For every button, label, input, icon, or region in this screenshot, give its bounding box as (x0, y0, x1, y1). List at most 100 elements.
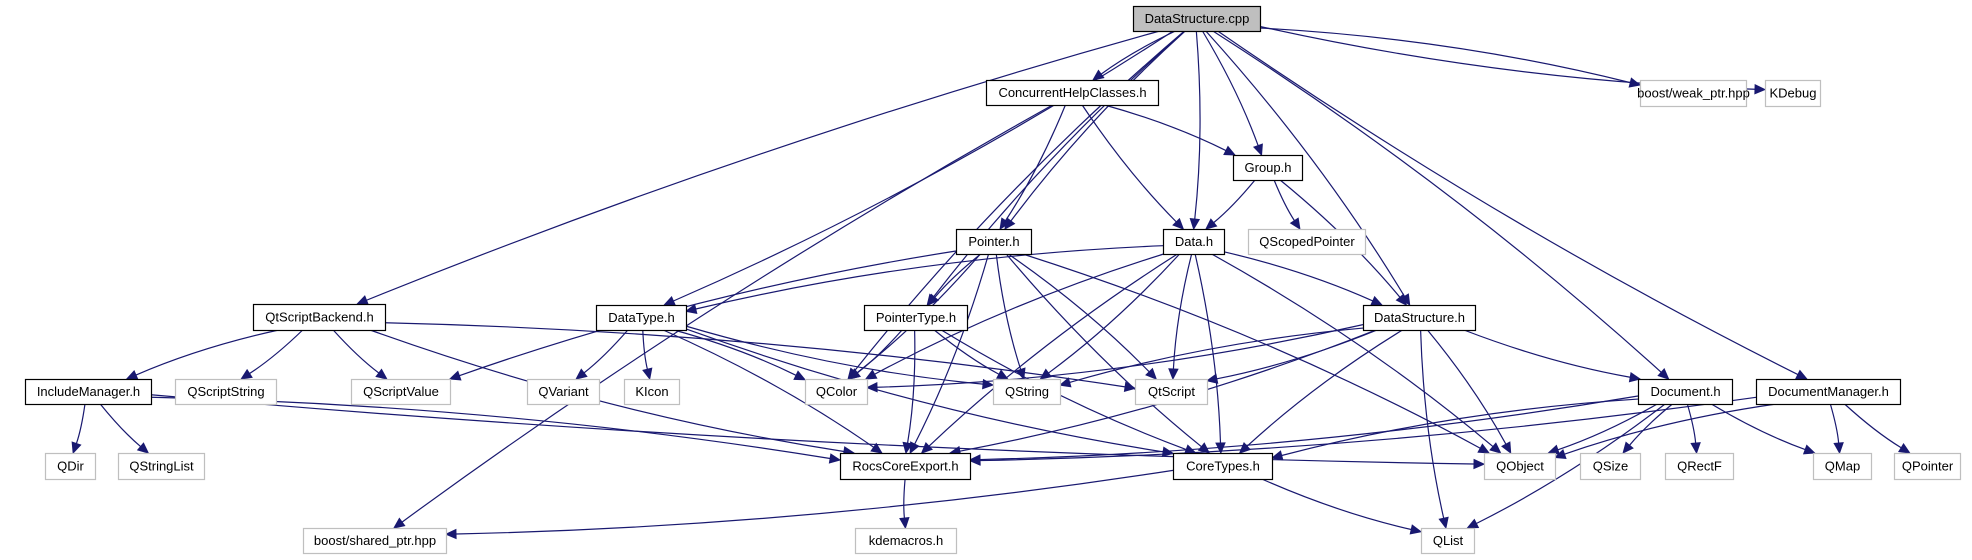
node-data[interactable]: Data.h (1162, 228, 1226, 256)
node-document[interactable]: Document.h (1637, 378, 1734, 406)
arrowhead-coretypes-to-qlist (1409, 524, 1423, 535)
node-box[interactable] (1639, 79, 1748, 108)
node-label: Data.h (1175, 234, 1213, 249)
node-pointertype[interactable]: PointerType.h (863, 304, 969, 332)
node-box[interactable] (985, 79, 1160, 107)
node-box[interactable] (1247, 228, 1367, 256)
node-weakptr[interactable]: boost/weak_ptr.hpp (1637, 79, 1750, 108)
node-qtscriptbackend[interactable]: QtScriptBackend.h (252, 303, 387, 332)
node-qmap[interactable]: QMap (1812, 452, 1873, 481)
node-label: PointerType.h (876, 310, 956, 325)
node-concurrent[interactable]: ConcurrentHelpClasses.h (985, 79, 1160, 107)
node-box[interactable] (252, 303, 387, 332)
node-label: QtScriptBackend.h (265, 309, 373, 324)
node-label: QSize (1593, 458, 1628, 473)
edge-qtscriptbackend-to-qscriptstring (249, 329, 304, 375)
node-qvariant[interactable]: QVariant (526, 378, 601, 406)
node-box[interactable] (595, 304, 688, 332)
node-box[interactable] (1362, 304, 1477, 332)
arrowhead-root-to-documentmanager (1795, 369, 1808, 380)
edge-data-to-datatype (695, 245, 1164, 310)
node-qdir[interactable]: QDir (44, 452, 97, 481)
node-qstring[interactable]: QString (992, 378, 1062, 406)
node-kicon[interactable]: KIcon (623, 378, 681, 406)
node-rocscoreexport[interactable]: RocsCoreExport.h (839, 452, 972, 481)
node-box[interactable] (854, 527, 958, 555)
node-qcolor[interactable]: QColor (804, 378, 869, 406)
node-box[interactable] (44, 452, 97, 481)
node-pointer[interactable]: Pointer.h (955, 228, 1033, 256)
node-qtscript[interactable]: QtScript (1134, 378, 1209, 406)
node-kdemacros[interactable]: kdemacros.h (854, 527, 958, 555)
node-qscriptstring[interactable]: QScriptString (174, 378, 278, 406)
node-box[interactable] (1132, 5, 1262, 33)
node-box[interactable] (839, 452, 972, 481)
arrowhead-root-to-datatype (663, 295, 676, 306)
node-box[interactable] (24, 378, 153, 406)
node-box[interactable] (174, 378, 278, 406)
arrowhead-qtscriptbackend-to-includemanager (125, 369, 139, 380)
arrowhead-qtscriptbackend-to-qscriptvalue (375, 368, 388, 380)
node-qsize[interactable]: QSize (1579, 452, 1642, 481)
arrowhead-root-to-qtscriptbackend (356, 295, 369, 305)
node-box[interactable] (1420, 527, 1476, 555)
node-datatype[interactable]: DataType.h (595, 304, 688, 332)
arrowhead-document-to-qobject (1547, 444, 1561, 455)
node-box[interactable] (1134, 378, 1209, 406)
edge-data-to-qtscript (1172, 253, 1193, 370)
node-includemanager[interactable]: IncludeManager.h (24, 378, 153, 406)
arrowhead-data-to-qobject (1489, 442, 1502, 454)
node-coretypes[interactable]: CoreTypes.h (1172, 452, 1274, 481)
edge-root-to-pointertype (932, 30, 1186, 298)
node-box[interactable] (302, 527, 448, 555)
node-root[interactable]: DataStructure.cpp (1132, 5, 1262, 33)
arrowhead-root-to-group (1252, 143, 1263, 157)
node-documentmanager[interactable]: DocumentManager.h (1755, 378, 1902, 406)
node-box[interactable] (1812, 452, 1873, 481)
arrowhead-data-to-qtscript (1168, 368, 1179, 381)
node-box[interactable] (804, 378, 869, 406)
node-box[interactable] (1162, 228, 1226, 256)
edge-coretypes-to-qlist (1261, 478, 1412, 531)
node-qscopedpointer[interactable]: QScopedPointer (1247, 228, 1367, 256)
node-label: QObject (1496, 458, 1544, 473)
node-box[interactable] (992, 378, 1062, 406)
edge-document-to-qsize (1629, 403, 1673, 446)
arrowhead-documentmanager-to-qobject (1553, 449, 1567, 459)
node-label: QList (1433, 533, 1464, 548)
edge-data-to-rocscoreexport (928, 253, 1178, 447)
node-box[interactable] (623, 378, 681, 406)
node-qstringlist[interactable]: QStringList (117, 452, 206, 481)
node-box[interactable] (526, 378, 601, 406)
node-sharedptr[interactable]: boost/shared_ptr.hpp (302, 527, 448, 555)
arrowhead-coretypes-to-sharedptr (444, 528, 457, 540)
node-box[interactable] (117, 452, 206, 481)
node-box[interactable] (1664, 452, 1735, 481)
node-group[interactable]: Group.h (1232, 154, 1304, 182)
edge-datatype-to-kicon (642, 329, 648, 370)
edge-rocscoreexport-to-kdemacros (903, 478, 906, 519)
node-box[interactable] (863, 304, 969, 332)
node-kdebug[interactable]: KDebug (1764, 79, 1822, 108)
node-box[interactable] (350, 378, 452, 406)
node-box[interactable] (1637, 378, 1734, 406)
node-box[interactable] (1579, 452, 1642, 481)
node-qlist[interactable]: QList (1420, 527, 1476, 555)
node-qpointer[interactable]: QPointer (1893, 452, 1962, 481)
arrowhead-rocscoreexport-to-kdemacros (899, 517, 910, 530)
node-box[interactable] (955, 228, 1033, 256)
edge-document-to-qobject (1557, 403, 1658, 451)
node-qobject[interactable]: QObject (1483, 452, 1557, 481)
edge-root-to-qtscriptbackend (366, 30, 1160, 301)
node-box[interactable] (1483, 452, 1557, 481)
edge-pointertype-to-rocscoreexport (906, 329, 916, 444)
node-qrectf[interactable]: QRectF (1664, 452, 1735, 481)
edge-root-to-group (1201, 30, 1259, 146)
node-datastructure[interactable]: DataStructure.h (1362, 304, 1477, 332)
node-box[interactable] (1755, 378, 1902, 406)
node-box[interactable] (1232, 154, 1304, 182)
node-box[interactable] (1893, 452, 1962, 481)
node-box[interactable] (1764, 79, 1822, 108)
node-qscriptvalue[interactable]: QScriptValue (350, 378, 452, 406)
node-box[interactable] (1172, 452, 1274, 481)
